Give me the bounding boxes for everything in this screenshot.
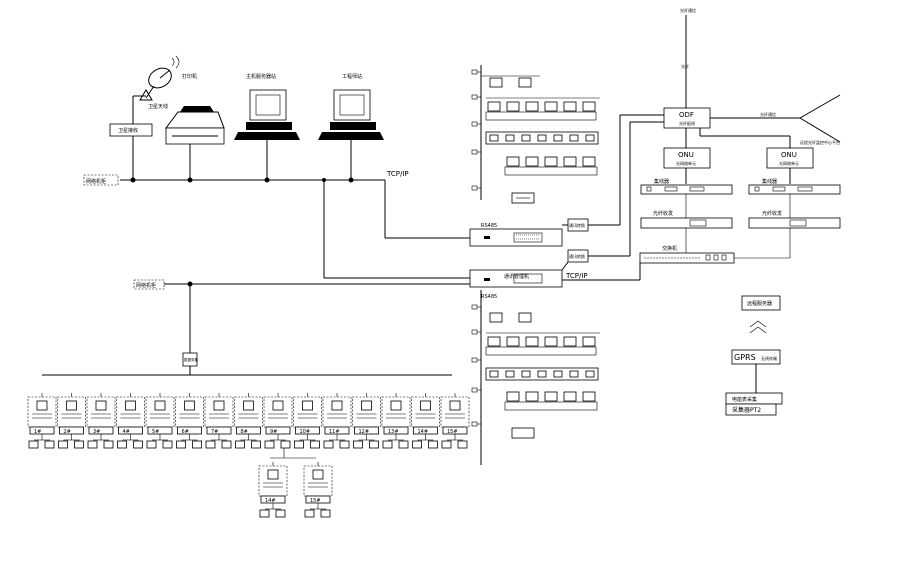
field-bus: 网络机柜 数据采集 — [42, 279, 470, 376]
unit-number: 3# — [93, 429, 100, 435]
left-net-label-mid: 网络机柜 — [136, 282, 156, 289]
field-unit: 3# — [86, 393, 116, 449]
field-unit: 11# — [322, 393, 352, 449]
field-unit: 14# — [411, 393, 440, 449]
unit-number: 5# — [152, 429, 159, 435]
data-server-label: 远程服务器 — [747, 300, 772, 307]
satellite-label: 卫星天线 — [148, 103, 168, 110]
switch-left-label: 集线器 — [654, 178, 669, 185]
fiber-section: 光纤通信 光纤 ODF 光纤配线 光纤通信 远程光纤监控中心平台 ONU 光网络… — [639, 7, 841, 416]
onu-left: ONU 光网络单元 — [663, 147, 711, 184]
hub-left: 集线器 — [640, 178, 733, 195]
field-unit: 8# — [234, 393, 263, 449]
satellite-receiver-label: 卫星接收 — [118, 127, 138, 134]
unit-number: 6# — [182, 429, 189, 435]
fiber-label: 光纤 — [681, 63, 689, 69]
conv-bottom-label: 通讯转换 — [569, 253, 585, 259]
opt-right-label: 光纤收发 — [762, 210, 782, 217]
onu-right-sub: 光网络单元 — [779, 160, 799, 166]
core-switch-label: 交换机 — [662, 245, 677, 252]
tcpip-top-label: TCP/IP — [386, 170, 409, 178]
unit-number: 4# — [123, 429, 130, 435]
gprs-label: GPRS — [734, 353, 756, 362]
opt-left: 光纤收发 — [640, 194, 733, 229]
rs485-bottom-label: RS485 — [481, 294, 497, 300]
fiber-right-label: 光纤通信 — [760, 111, 776, 117]
lower-switch: 通讯管理机 RS485 通讯转换 TCP/IP — [469, 121, 664, 300]
field-unit: 5# — [145, 393, 175, 449]
field-unit: 10# — [293, 393, 322, 449]
field-unit: 7# — [204, 393, 234, 449]
engineer-workstation-icon: 工程师站 — [318, 73, 384, 180]
unit-number: 13# — [388, 429, 399, 435]
fiber-right2-label: 远程光纤监控中心平台 — [800, 139, 840, 145]
unit-number: 15# — [447, 429, 458, 435]
main-workstation-icon: 主机服务器站 — [234, 73, 300, 180]
unit-number: 7# — [211, 429, 218, 435]
unit-number: 10# — [300, 429, 311, 435]
main-bus: 网络机柜 TCP/IP — [83, 170, 470, 279]
odf-label: ODF — [679, 111, 694, 119]
unit-number: 8# — [241, 429, 248, 435]
unit-number: 15# — [310, 498, 321, 504]
upper-switch: RS485 通讯转换 — [469, 114, 664, 247]
unit-number: 1# — [34, 429, 41, 435]
switch-right-label: 集线器 — [762, 178, 777, 185]
main-workstation-label: 主机服务器站 — [246, 73, 276, 80]
onu-right-label: ONU — [781, 151, 797, 159]
satellite-receiver: 卫星接收 — [109, 123, 153, 180]
meter-row-2 — [504, 156, 598, 176]
field-units: 1# 2# 3# 4# 5# 6# 7# 8# 9# 10# 11# 12# 13# 14# 15# — [27, 393, 470, 449]
field-unit: 2# — [57, 393, 86, 449]
unit-number: 14# — [418, 429, 429, 435]
core-switch: 交换机 — [639, 228, 791, 264]
field-unit: 12# — [352, 393, 381, 449]
unit-number: 12# — [359, 429, 370, 435]
lower-rack-group — [471, 304, 600, 439]
opt-right: 光纤收发 — [748, 194, 841, 229]
onu-right: ONU 光网络单元 — [766, 147, 814, 184]
workstation-label: 工程师站 — [342, 73, 362, 80]
left-net-label-top: 网络机柜 — [86, 178, 106, 185]
field-unit: 15# — [303, 462, 333, 518]
unit-number: 14# — [265, 498, 276, 504]
odf-sub-label: 光纤配线 — [679, 120, 695, 126]
field-unit: 15# — [440, 393, 470, 449]
field-unit: 6# — [175, 393, 204, 449]
onu-left-sub: 光网络单元 — [676, 160, 696, 166]
printer-icon: 打印机 — [165, 73, 225, 180]
field-unit: 14# — [258, 462, 288, 518]
tcpip-bottom-label: TCP/IP — [565, 272, 588, 280]
meter-row-1 — [485, 101, 597, 121]
upper-rack-group — [471, 69, 600, 204]
field-unit: 1# — [27, 393, 57, 449]
field-unit: 9# — [263, 393, 293, 449]
hub-mid-label: 数据采集 — [184, 357, 198, 362]
field-unit: 4# — [116, 393, 145, 449]
extra-field-units: 14# 15# — [258, 448, 333, 518]
opt-left-label: 光纤收发 — [653, 210, 673, 217]
bottom-box2-label: 采集器PT2 — [732, 406, 761, 414]
unit-number: 11# — [329, 429, 340, 435]
hub-right: 集线器 — [748, 178, 841, 195]
gprs-sub-label: 无线终端 — [761, 355, 777, 361]
fiber-top-label: 光纤通信 — [680, 7, 696, 13]
onu-left-label: ONU — [678, 151, 694, 159]
satellite-antenna-icon: 卫星天线 — [132, 55, 180, 124]
bottom-switch-name: 通讯管理机 — [504, 273, 529, 280]
field-unit: 13# — [381, 393, 411, 449]
bottom-box1-label: 电能表采集 — [732, 396, 757, 403]
conv-top-label: 通讯转换 — [569, 222, 585, 228]
unit-number: 9# — [270, 429, 277, 435]
rs485-top-label: RS485 — [481, 223, 497, 229]
switch-ports-1 — [489, 134, 595, 142]
gprs-section: 远程服务器 GPRS 无线终端 电能表采集 采集器PT2 — [725, 295, 783, 416]
unit-number: 2# — [64, 429, 71, 435]
printer-label: 打印机 — [182, 73, 197, 80]
